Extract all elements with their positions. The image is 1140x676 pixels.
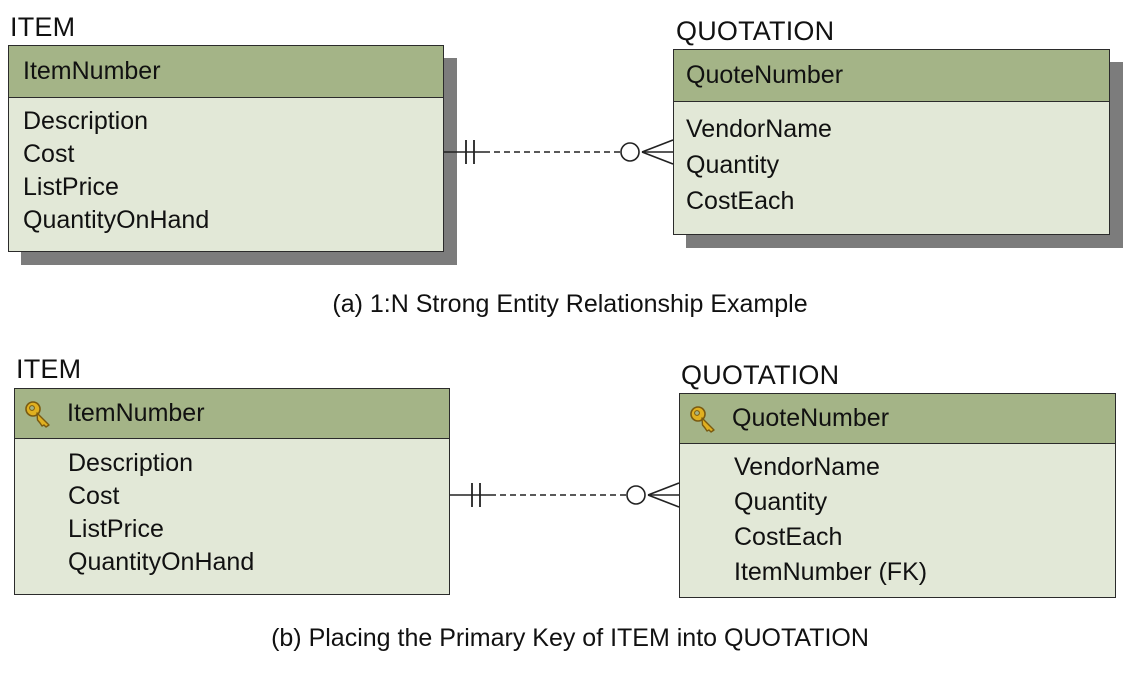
quotation-entity-name-b: QUOTATION [681, 360, 840, 390]
item-entity-header-a: ItemNumber [9, 46, 443, 98]
item-attribute-description-b: Description [68, 449, 194, 477]
quotation-key-attribute-b: QuoteNumber [732, 404, 890, 432]
quotation-attribute-costeach-a: CostEach [686, 187, 795, 215]
caption-b: (b) Placing the Primary Key of ITEM into… [271, 624, 869, 652]
item-entity-body-b: Description Cost ListPrice QuantityOnHan… [15, 439, 449, 579]
optional-zero-circle [620, 142, 640, 162]
quotation-attribute-vendorname-a: VendorName [686, 115, 832, 143]
key-icon [25, 400, 50, 428]
item-entity-name-a: ITEM [10, 12, 76, 42]
quotation-attribute-quantity-a: Quantity [686, 151, 780, 179]
quotation-key-attribute-a: QuoteNumber [686, 61, 844, 89]
item-attribute-cost-a: Cost [23, 140, 75, 168]
quotation-attribute-costeach-b: CostEach [734, 523, 843, 551]
item-attribute-cost-b: Cost [68, 482, 120, 510]
quotation-entity-header-b: QuoteNumber [680, 394, 1115, 444]
quotation-attribute-quantity-b: Quantity [734, 488, 828, 516]
quotation-entity-name-a: QUOTATION [676, 16, 835, 46]
item-key-attribute-a: ItemNumber [23, 57, 161, 85]
item-attribute-description-a: Description [23, 107, 149, 135]
optional-zero-circle [626, 485, 646, 505]
item-entity-header-b: ItemNumber [15, 389, 449, 439]
item-entity-body-a: Description Cost ListPrice QuantityOnHan… [9, 98, 443, 237]
quotation-attribute-itemnumber-fk-b: ItemNumber (FK) [734, 558, 928, 586]
crows-foot-upper [647, 482, 680, 496]
quotation-attribute-vendorname-b: VendorName [734, 453, 880, 481]
item-entity-name-b: ITEM [16, 354, 82, 384]
relationship-line-a [444, 139, 674, 165]
item-entity-box-b: ItemNumber Description Cost ListPrice Qu… [14, 388, 450, 595]
relationship-line-b [450, 482, 680, 508]
caption-a: (a) 1:N Strong Entity Relationship Examp… [332, 290, 808, 318]
quotation-entity-header-a: QuoteNumber [674, 50, 1109, 102]
crows-foot-lower [641, 151, 674, 165]
key-icon [690, 405, 715, 433]
item-attribute-listprice-a: ListPrice [23, 173, 119, 201]
quotation-entity-body-b: VendorName Quantity CostEach ItemNumber … [680, 444, 1115, 590]
quotation-entity-box-b: QuoteNumber VendorName Quantity CostEach… [679, 393, 1116, 598]
crows-foot-lower [647, 494, 680, 508]
item-attribute-quantityonhand-b: QuantityOnHand [68, 548, 255, 576]
quotation-entity-body-a: VendorName Quantity CostEach [674, 102, 1109, 219]
crows-foot-upper [641, 139, 674, 153]
item-key-attribute-b: ItemNumber [67, 399, 205, 427]
item-attribute-quantityonhand-a: QuantityOnHand [23, 206, 210, 234]
item-entity-box-a: ItemNumber Description Cost ListPrice Qu… [8, 45, 444, 252]
item-attribute-listprice-b: ListPrice [68, 515, 164, 543]
quotation-entity-box-a: QuoteNumber VendorName Quantity CostEach [673, 49, 1110, 235]
